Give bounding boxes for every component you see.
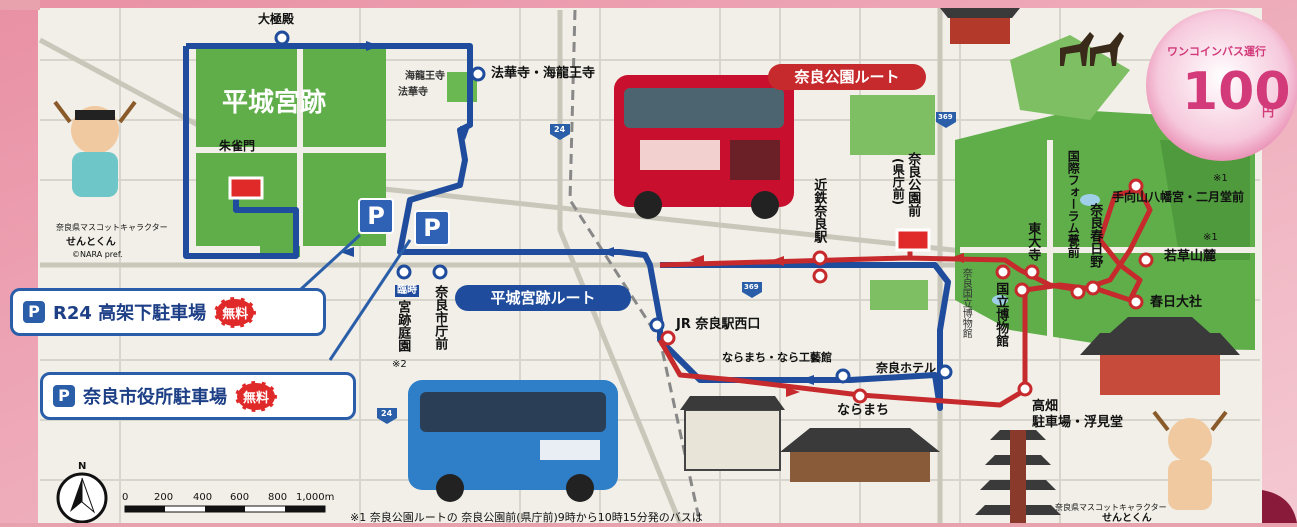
mascot-caption-right: 奈良県マスコットキャラクター — [1055, 503, 1167, 512]
mascot-name-left: せんとくん — [66, 237, 116, 248]
station-todaiji: 東大寺 — [1025, 222, 1041, 261]
station-takabatake-parking: 駐車場・浮見堂 — [1032, 415, 1124, 430]
mascot-name-right: せんとくん — [1102, 513, 1152, 524]
note-mark-1a: ※1 — [1213, 173, 1228, 184]
price-badge — [1146, 9, 1297, 161]
note-mark-2: ※2 — [392, 359, 407, 370]
decor-swirl — [1262, 490, 1297, 523]
station-takabatake: 高畑 — [1032, 399, 1059, 414]
railway — [568, 9, 702, 524]
heijo-title: 平城宮跡 — [222, 88, 327, 118]
road-shields — [377, 112, 956, 424]
badge-top-text: ワンコインバス運行 — [1167, 45, 1266, 58]
station-daigokuden: 大極殿 — [258, 12, 295, 26]
scale-200: 200 — [154, 492, 174, 503]
place-kairyuoji: 海龍王寺 — [405, 71, 445, 82]
nara-koen-mae-marker — [895, 228, 931, 252]
footer-note: ※1 奈良公園ルートの 奈良公園前(県庁前)9時から10時15分発のバスは — [350, 511, 703, 524]
station-kokuritsu-hakubutsukan: 国立博物館 — [993, 282, 1009, 347]
place-nara-kokuritsu-hakubutsukan: 奈良国立博物館 — [960, 268, 972, 338]
station-naramachi: ならまち — [837, 403, 890, 418]
red-bus-illustration — [614, 75, 794, 219]
note-mark-1b: ※1 — [1203, 232, 1218, 243]
parking-shiyakusho-label: 奈良市役所駐車場 — [83, 387, 227, 408]
sentokun-mascot-right — [1152, 410, 1228, 510]
station-jr-nara-nishiguchi: JR 奈良駅西口 — [676, 317, 761, 332]
parking-icon-shiyakusho: P — [414, 210, 450, 246]
parking-icon: P — [23, 301, 45, 323]
road-24-b: 24 — [381, 409, 393, 418]
parking-box-shiyakusho: P 奈良市役所駐車場 無料 — [40, 372, 356, 420]
station-naramachi-kogeikan: ならまち・なら工藝館 — [722, 351, 832, 364]
station-kokusai-forum: 国際フォーラム甍前 — [1066, 150, 1081, 258]
station-nara-kasugano: 奈良春日野 — [1087, 203, 1103, 268]
sentokun-mascot-left — [53, 100, 137, 197]
mascot-caption-left: 奈良県マスコットキャラクター — [56, 223, 168, 232]
parking-box-r24: P R24 高架下駐車場 無料 — [10, 288, 326, 336]
scale-400: 400 — [193, 492, 213, 503]
station-suzakumon: 朱雀門 — [219, 139, 256, 153]
north-label: N — [78, 461, 87, 472]
station-tamukeyama: 手向山八幡宮・二月堂前 — [1112, 190, 1245, 204]
station-kasuga-taisha: 春日大社 — [1150, 295, 1203, 310]
badge-price: 100 — [1182, 62, 1291, 122]
road-369-b: 369 — [744, 283, 759, 291]
bus-stops — [274, 30, 1154, 404]
scale-800: 800 — [268, 492, 288, 503]
station-wakakusayama: 若草山麓 — [1164, 249, 1217, 264]
deer-illustrations — [1060, 32, 1124, 66]
scale-1000: 1,000m — [296, 492, 335, 503]
scale-600: 600 — [230, 492, 250, 503]
scale-0: 0 — [122, 492, 129, 503]
parking-icon-r24: P — [358, 198, 394, 234]
station-nara-shiyakusho-mae: 奈良市庁前 — [432, 285, 448, 350]
road-369-a: 369 — [938, 113, 953, 121]
free-badge: 無料 — [235, 380, 278, 412]
mascot-copyright: ©NARA pref. — [72, 250, 123, 259]
station-hokkeji-kairyuoji: 法華寺・海龍王寺 — [491, 66, 596, 81]
heijo-route-label: 平城宮跡ルート — [455, 285, 631, 311]
station-nara-koen-mae: 奈良公園前 — [905, 152, 921, 217]
temple-illustrations — [680, 8, 1240, 523]
station-kencho-mae: (県庁前) — [891, 158, 906, 205]
suzakumon-marker — [228, 176, 264, 200]
free-badge: 無料 — [214, 296, 257, 328]
place-hokkeji: 法華寺 — [398, 87, 428, 98]
parking-r24-label: R24 高架下駐車場 — [53, 303, 207, 324]
station-kintetsu-nara: 近鉄奈良駅 — [811, 178, 827, 243]
parking-icon: P — [53, 385, 75, 407]
scale-bar — [124, 505, 326, 513]
badge-unit: 円 — [1262, 105, 1275, 119]
nara-koen-route-label: 奈良公園ルート — [768, 64, 926, 90]
rinji-tag: 臨時 — [395, 285, 419, 297]
blue-bus-illustration — [408, 380, 618, 502]
station-nara-hotel: 奈良ホテル — [876, 361, 937, 375]
station-miyaato-teien: 宮跡庭園 — [395, 300, 411, 352]
road-24-a: 24 — [554, 125, 566, 134]
